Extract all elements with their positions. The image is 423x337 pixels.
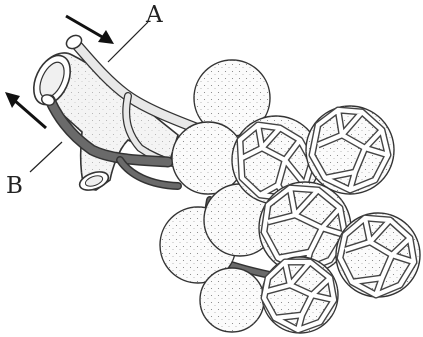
label-b-leader: [30, 142, 62, 172]
label-a-leader: [108, 22, 148, 62]
alveolus-with-capillaries: [262, 257, 338, 333]
alveolus-with-capillaries: [336, 213, 420, 297]
label-a: A: [145, 2, 163, 28]
label-b: B: [6, 173, 23, 199]
alveolus-with-capillaries: [306, 106, 394, 194]
